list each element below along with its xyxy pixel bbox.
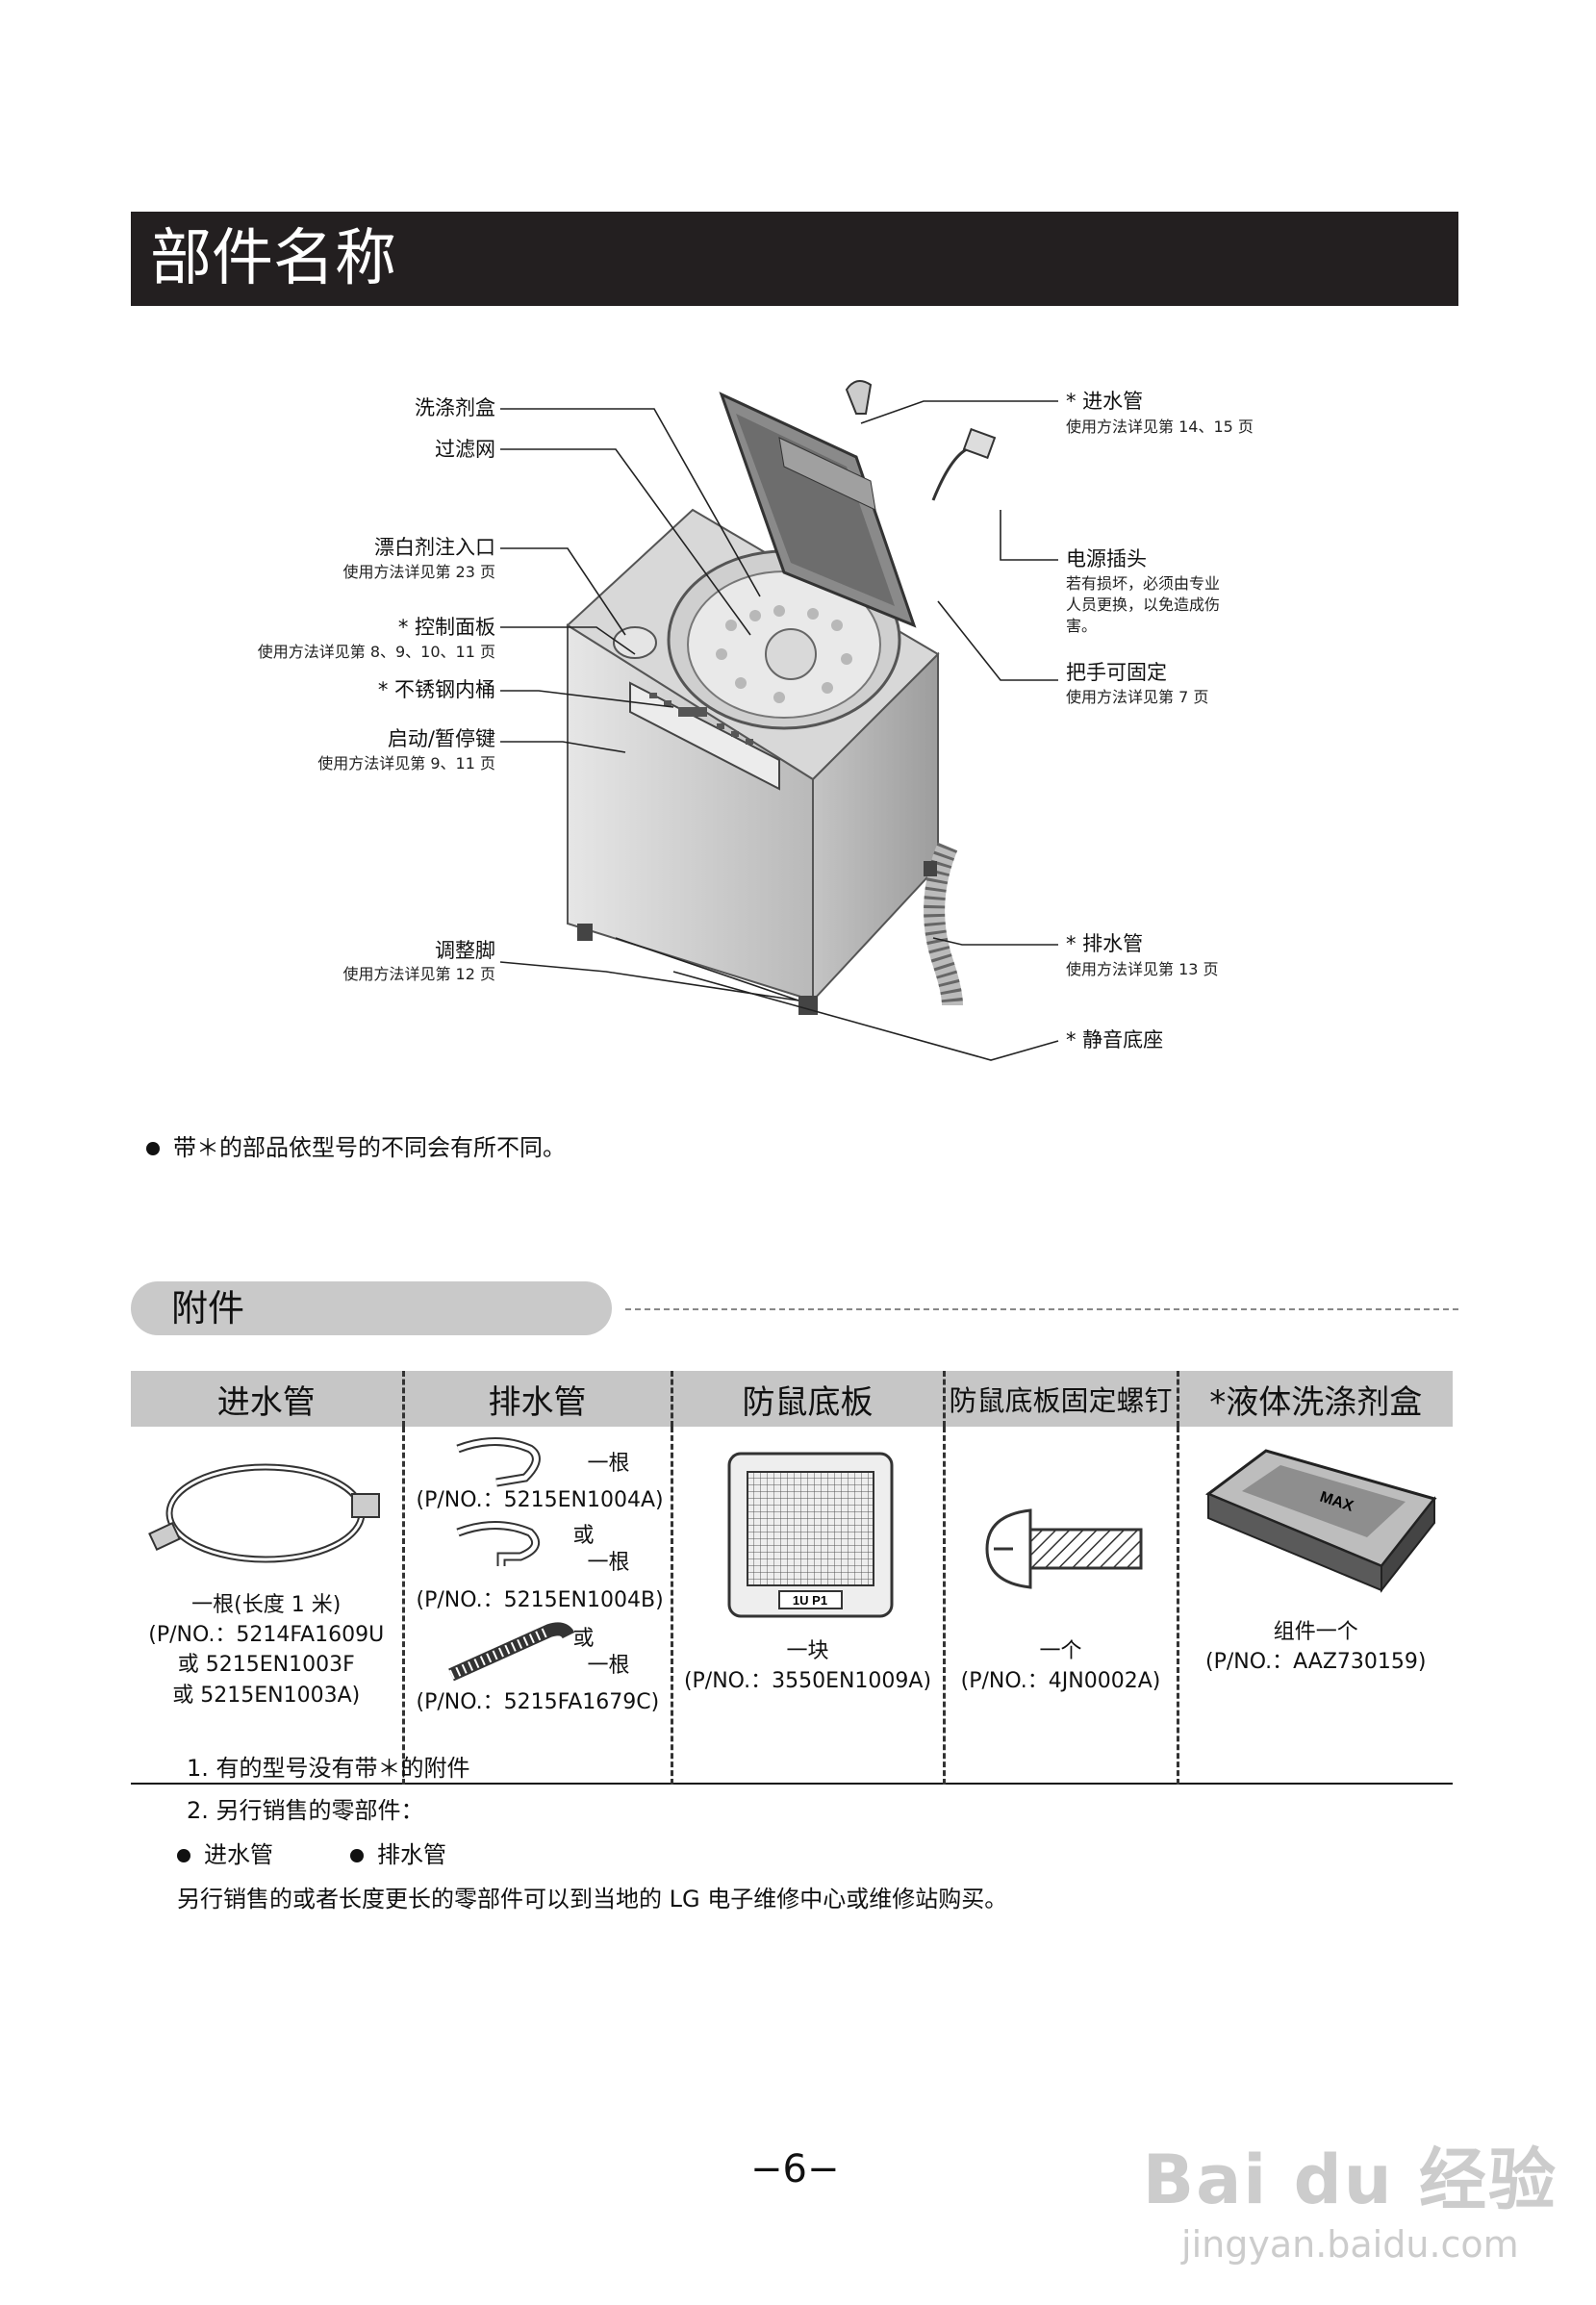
accessories-table: 进水管 排水管 防鼠底板 防鼠底板固定螺钉 *液体洗涤剂盒 一根(长度 1 米)…: [131, 1371, 1453, 1785]
screw-qty: 一个: [1039, 1639, 1082, 1663]
label-plug-note-1: 若有损坏，必须由专业: [1066, 574, 1221, 593]
drain-qty-1: 一根: [587, 1452, 630, 1476]
inlet-pn-2: 或 5215EN1003F: [177, 1653, 355, 1678]
inlet-hose-icon: [148, 1463, 380, 1563]
label-control-panel: * 控制面板: [397, 616, 495, 639]
drain-qty-2: 一根: [587, 1551, 630, 1575]
watermark-url: jingyan.baidu.com: [1181, 2223, 1519, 2266]
mouse-proof-plate-icon: 1U P1: [727, 1452, 893, 1618]
drain-hose-icon: [455, 1437, 541, 1487]
label-base: * 静音底座: [1066, 1028, 1164, 1051]
label-filter: 过滤网: [435, 438, 495, 461]
drain-or-2: 或: [572, 1524, 595, 1548]
watermark: Bai du 经验 jingyan.baidu.com: [1143, 2126, 1558, 2266]
label-drum: * 不锈钢内桶: [377, 678, 495, 701]
label-plug-note-3: 害。: [1066, 617, 1098, 635]
label-handle: 把手可固定: [1066, 661, 1167, 684]
label-drain-hose-ref: 使用方法详见第 13 页: [1066, 960, 1219, 978]
label-control-panel-ref: 使用方法详见第 8、9、10、11 页: [257, 643, 495, 661]
screw-icon: [984, 1508, 1142, 1589]
page-number: −6−: [750, 2147, 840, 2191]
plate-pn: (P/NO.：3550EN1009A): [683, 1669, 932, 1694]
drain-pn-3: (P/NO.：5215FA1679C): [416, 1690, 660, 1714]
leader-lines: [499, 400, 1059, 1061]
footnote-1: 1. 有的型号没有带＊的附件: [187, 1755, 470, 1782]
drain-hose-icon: [447, 1622, 574, 1682]
plate-stamp: 1U P1: [792, 1593, 826, 1608]
footnote-3: 另行销售的或者长度更长的零部件可以到当地的 LG 电子维修中心或维修站购买。: [177, 1886, 1008, 1912]
header-detergent-box: *液体洗涤剂盒: [1176, 1371, 1453, 1427]
cell-screw: 一个 (P/NO.：4JN0002A): [942, 1427, 1178, 1784]
label-bleach-inlet: 漂白剂注入口: [374, 536, 495, 559]
cell-plate: 1U P1 一块 (P/NO.：3550EN1009A): [670, 1427, 944, 1784]
screw-pn: (P/NO.：4JN0002A): [960, 1669, 1161, 1694]
section-divider: [625, 1308, 1458, 1310]
header-screw: 防鼠底板固定螺钉: [942, 1371, 1178, 1427]
drain-pn-2: (P/NO.：5215EN1004B): [416, 1588, 664, 1612]
footnote-item-2: 排水管: [350, 1836, 446, 1869]
header-plate: 防鼠底板: [670, 1371, 944, 1427]
label-start-key-ref: 使用方法详见第 9、11 页: [317, 754, 495, 773]
asterisk-note: 带＊的部品依型号的不同会有所不同。: [146, 1128, 566, 1162]
plate-qty: 一块: [786, 1639, 829, 1663]
cell-detergent-box: MAX 组件一个 (P/NO.：AAZ730159): [1176, 1427, 1453, 1784]
footnote-item-1: 进水管: [177, 1836, 273, 1869]
label-inlet-hose: * 进水管: [1066, 390, 1144, 413]
inlet-qty: 一根(长度 1 米): [191, 1593, 342, 1617]
liquid-detergent-box-icon: MAX: [1204, 1449, 1437, 1593]
cell-drain-hose: 一根 (P/NO.：5215EN1004A) 或 一根 (P/NO.：5215E…: [401, 1427, 671, 1784]
bullet-icon: [146, 1142, 160, 1155]
header-drain-hose: 排水管: [401, 1371, 671, 1427]
drain-hose-icon: [455, 1521, 540, 1566]
inlet-pn-1: (P/NO.：5214FA1609U: [148, 1623, 385, 1648]
bullet-icon: [177, 1849, 190, 1862]
section-title-accessories: 附件: [131, 1281, 612, 1335]
drain-qty-3: 一根: [587, 1654, 630, 1678]
table-row: 一根(长度 1 米) (P/NO.：5214FA1609U 或 5215EN10…: [131, 1427, 1453, 1784]
label-inlet-hose-ref: 使用方法详见第 14、15 页: [1066, 418, 1254, 436]
inlet-pn-3: 或 5215EN1003A): [172, 1683, 361, 1708]
watermark-brand: Bai du 经验: [1142, 2140, 1558, 2219]
label-bleach-inlet-ref: 使用方法详见第 23 页: [342, 563, 495, 581]
page-title: 部件名称: [131, 212, 1458, 306]
label-handle-ref: 使用方法详见第 7 页: [1066, 688, 1209, 706]
drain-or-3: 或: [572, 1627, 595, 1651]
label-foot: 调整脚: [435, 939, 495, 962]
label-plug: 电源插头: [1066, 547, 1147, 570]
footnote-2: 2. 另行销售的零部件：: [187, 1797, 424, 1824]
label-start-key: 启动/暂停键: [387, 727, 495, 750]
label-detergent-box: 洗涤剂盒: [415, 396, 495, 419]
header-inlet-hose: 进水管: [131, 1371, 403, 1427]
detergent-pn: (P/NO.：AAZ730159): [1205, 1650, 1427, 1675]
cell-inlet-hose: 一根(长度 1 米) (P/NO.：5214FA1609U 或 5215EN10…: [131, 1427, 403, 1784]
bullet-icon: [350, 1849, 364, 1862]
drain-pn-1: (P/NO.：5215EN1004A): [416, 1488, 664, 1512]
washing-machine-illustration: [566, 380, 997, 1015]
label-foot-ref: 使用方法详见第 12 页: [342, 965, 495, 983]
table-header-row: 进水管 排水管 防鼠底板 防鼠底板固定螺钉 *液体洗涤剂盒: [131, 1371, 1453, 1427]
label-plug-note-2: 人员更换，以免造成伤: [1066, 595, 1221, 614]
detergent-qty: 组件一个: [1273, 1620, 1358, 1644]
label-drain-hose: * 排水管: [1066, 932, 1144, 955]
